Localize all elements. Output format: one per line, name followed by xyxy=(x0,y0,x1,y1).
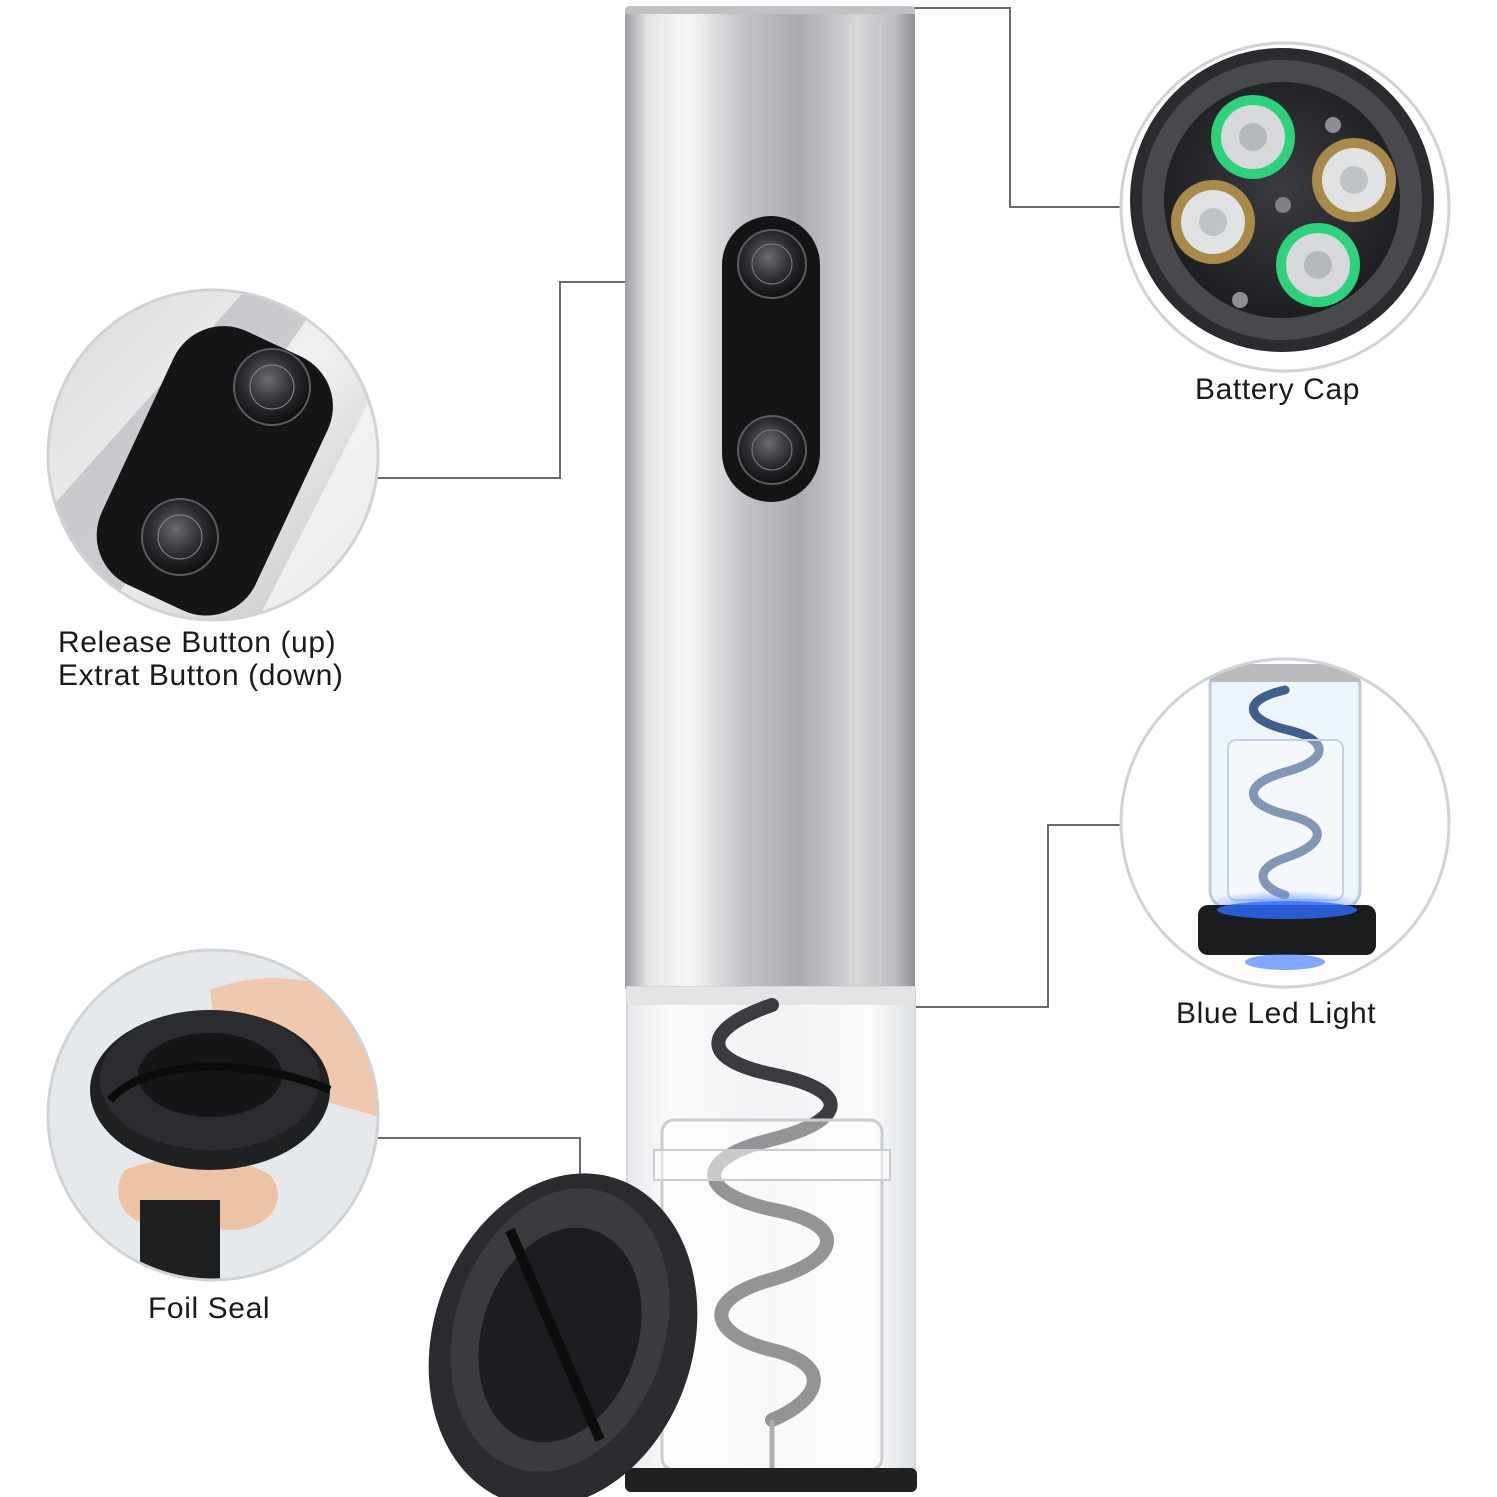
battery-gold-left xyxy=(1171,180,1255,264)
extract-button-label: Extrat Button (down) xyxy=(58,659,344,692)
battery-gold-right xyxy=(1312,138,1396,222)
led-base xyxy=(1198,905,1376,955)
battery-cap-label: Battery Cap xyxy=(1195,373,1361,406)
corkscrew xyxy=(707,998,838,1427)
base-ring xyxy=(625,1468,917,1492)
release-extract-label: Release Button (up) Extrat Button (down) xyxy=(58,626,343,692)
release-button xyxy=(737,229,807,299)
battery-green-top xyxy=(1211,95,1295,179)
foil-seal-label: Foil Seal xyxy=(148,1292,271,1325)
foil-cutter xyxy=(428,1173,698,1497)
blue-led-label: Blue Led Light xyxy=(1176,997,1377,1030)
leader-foil xyxy=(378,1137,581,1178)
callout-battery xyxy=(1121,43,1449,371)
battery-green-bottom xyxy=(1276,223,1360,307)
callout-release-extract xyxy=(48,290,378,620)
release-button-label: Release Button (up) xyxy=(58,626,337,659)
leader-battery xyxy=(830,7,1120,208)
opener-body xyxy=(428,6,917,1497)
extract-button xyxy=(737,415,807,485)
leader-led xyxy=(812,824,1120,1008)
callout-led xyxy=(1121,659,1449,987)
